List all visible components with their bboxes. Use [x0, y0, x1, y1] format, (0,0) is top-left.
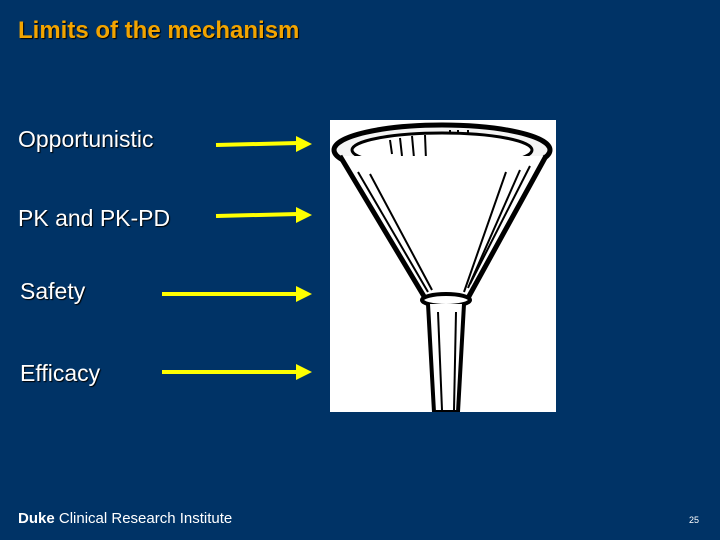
stage-label-opportunistic: Opportunistic: [18, 126, 154, 152]
stage-label-safety: Safety: [20, 278, 86, 304]
footer-brand-rest: Clinical Research Institute: [54, 510, 233, 527]
funnel-image: [330, 120, 556, 414]
arrow-right-icon: [162, 286, 312, 302]
arrow-right-icon: [162, 364, 312, 380]
arrow-right-icon: [215, 207, 312, 223]
footer-brand: Duke Clinical Research Institute: [18, 510, 232, 527]
stage-label-efficacy: Efficacy: [20, 360, 101, 386]
funnel-icon: [331, 122, 553, 414]
slide-title: Limits of the mechanism: [18, 17, 300, 44]
footer-brand-bold: Duke: [18, 510, 55, 527]
page-number: 25: [689, 515, 700, 525]
stage-label-pk-pd: PK and PK-PD: [18, 205, 171, 231]
arrow-right-icon: [215, 136, 312, 152]
